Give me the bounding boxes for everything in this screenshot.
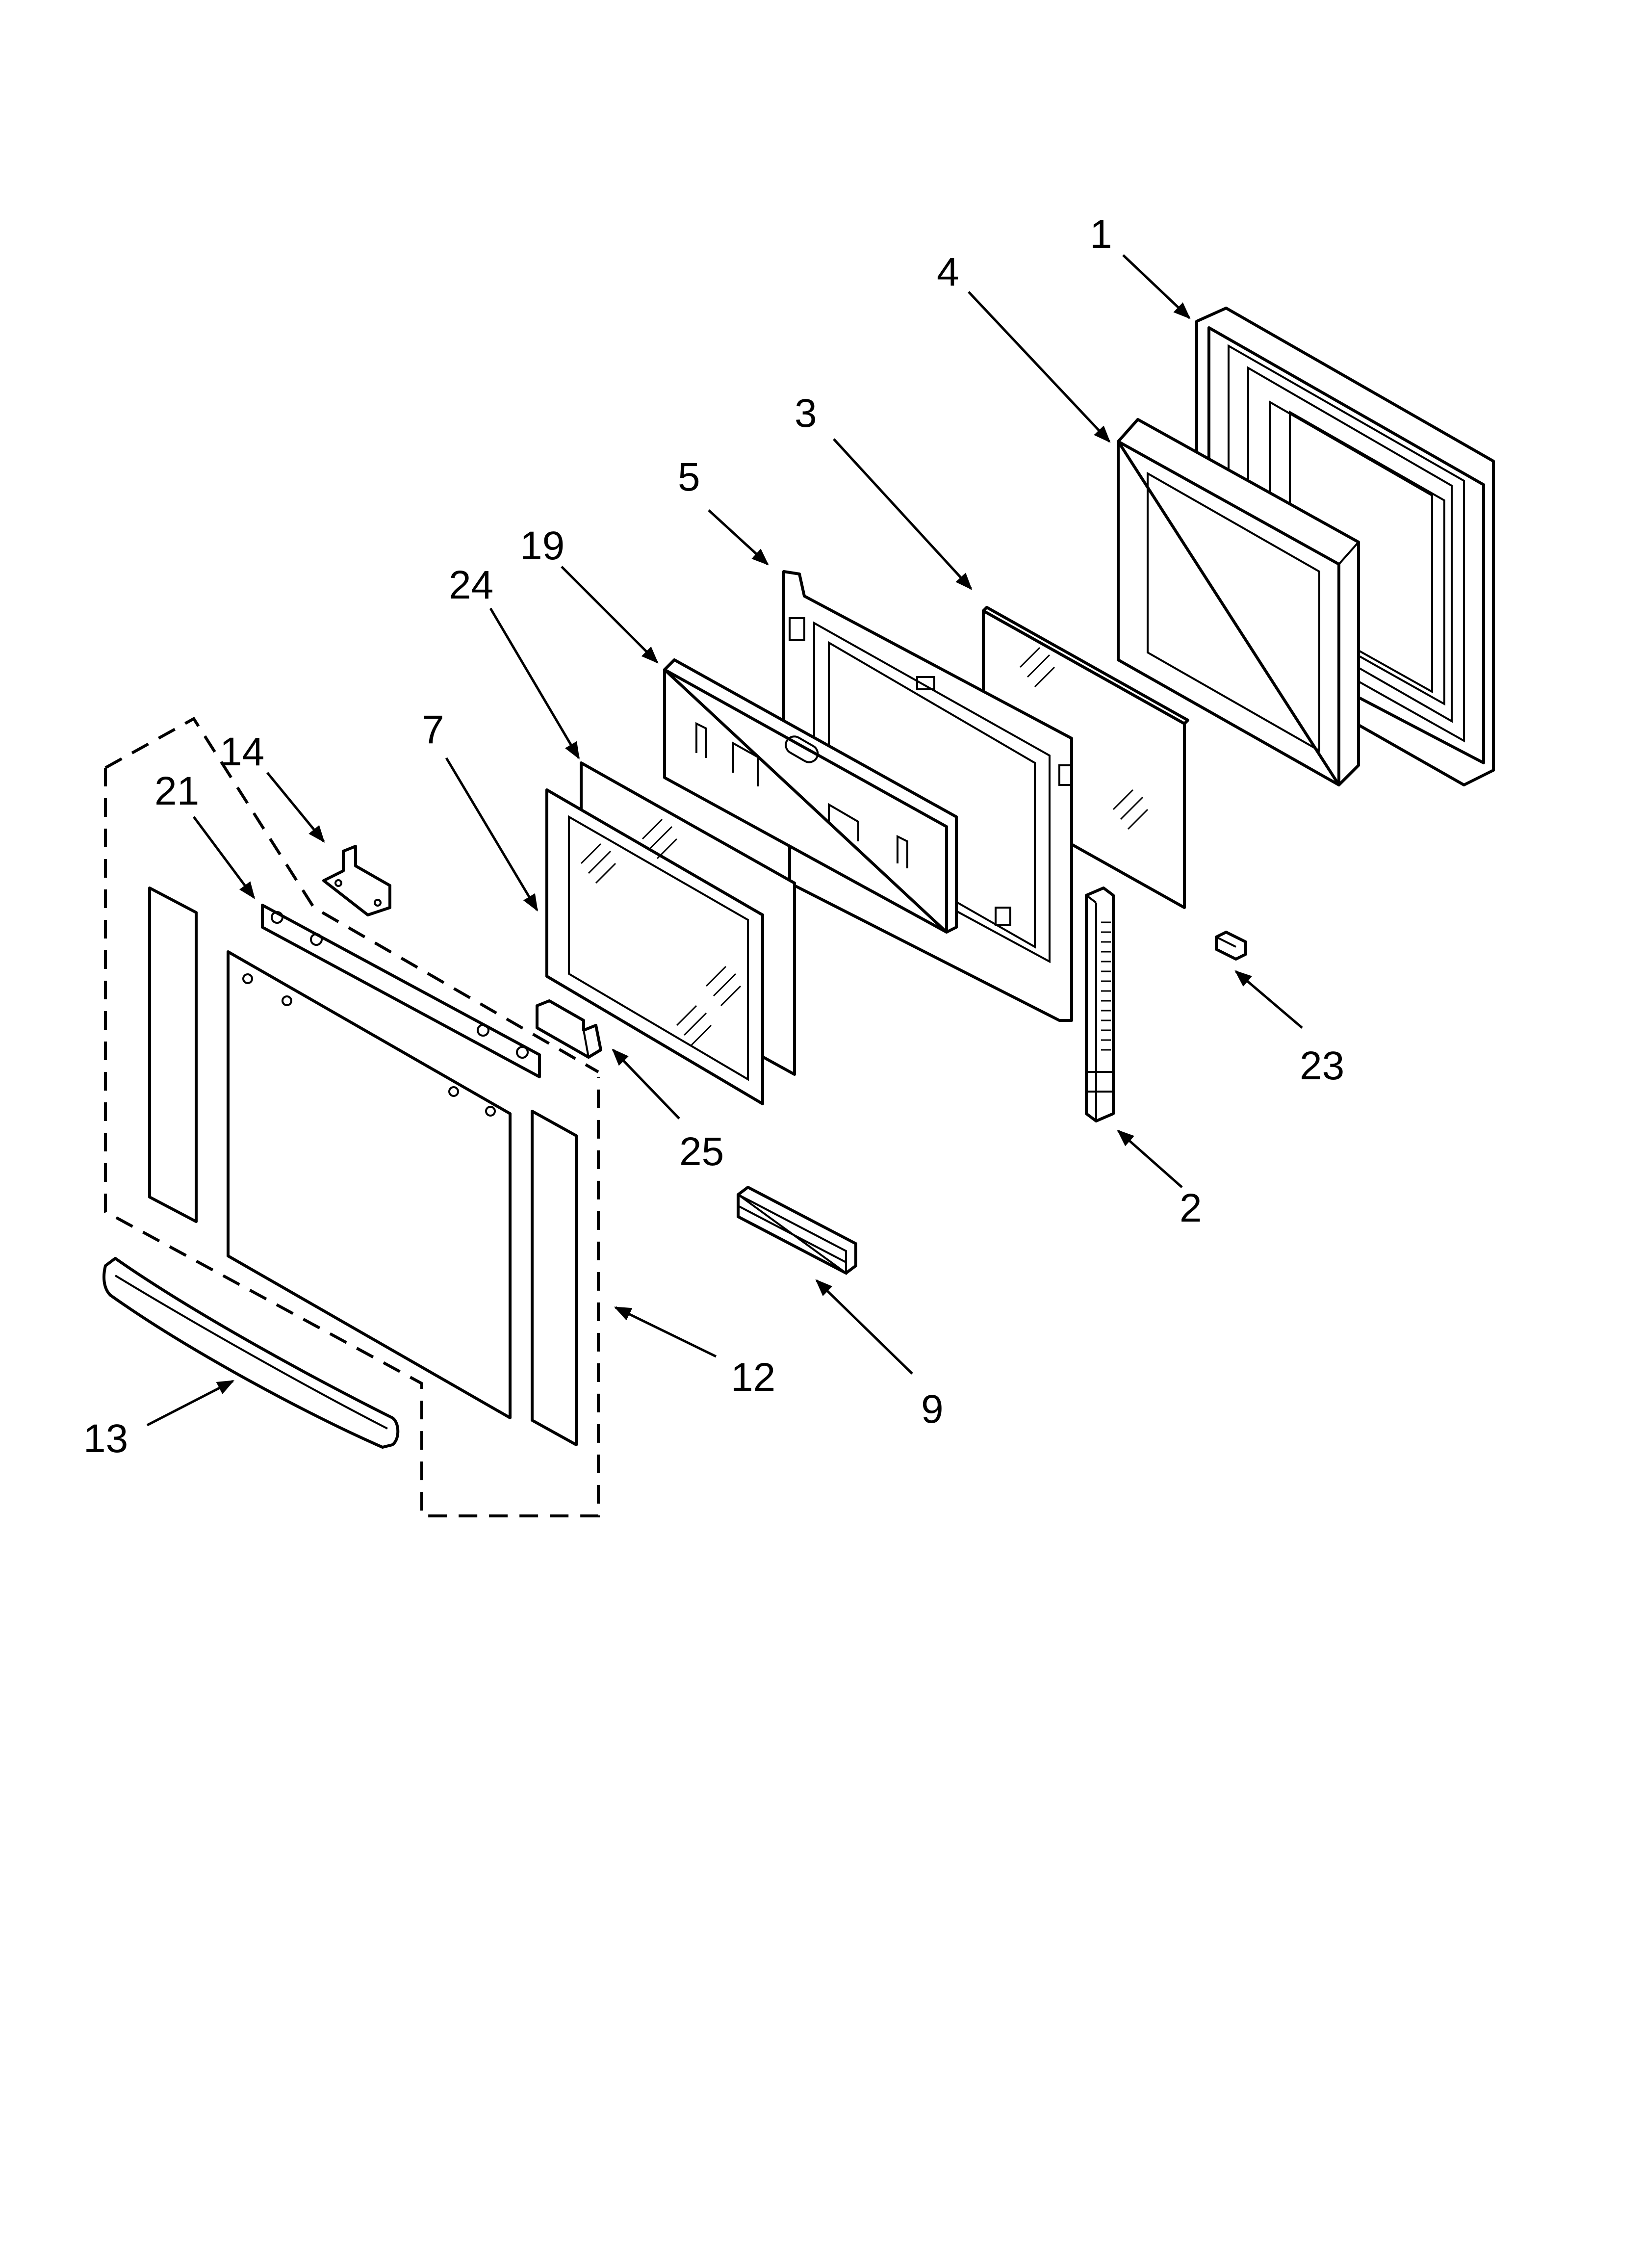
callout-23: 23 [1300,1043,1344,1088]
leader-4 [968,291,1111,443]
leader-2 [1117,1129,1183,1188]
leader-13 [146,1380,235,1427]
leader-14 [266,772,325,843]
callout-14: 14 [220,730,264,774]
part-12-outer-door-assembly [104,717,600,1517]
callout-1: 1 [1090,212,1112,257]
leader-7 [445,757,539,912]
callout-4: 4 [937,250,959,294]
part-9-vent-trim [737,1186,857,1275]
callout-21: 21 [154,769,199,813]
part-19-insulation-shield [663,658,958,934]
callout-9: 9 [921,1387,944,1432]
leader-21 [192,816,256,899]
part-21-top-bracket [261,904,541,1078]
callout-leaders [146,254,1303,1427]
leader-19 [561,566,659,664]
callout-3: 3 [795,391,817,436]
callout-labels: 1 4 3 5 19 24 7 14 21 25 23 2 9 12 13 [83,212,1344,1461]
callout-2: 2 [1180,1186,1202,1230]
callout-24: 24 [449,563,493,607]
leader-12 [614,1306,717,1358]
part-25-hinge-bracket [536,999,602,1059]
part-4-door-trim-frame [1117,418,1360,786]
leader-5 [708,509,769,566]
part-2-hinge [1085,886,1115,1122]
leader-24 [489,607,580,760]
part-7-outer-glass [545,788,764,1105]
leader-25 [612,1048,680,1120]
callout-19: 19 [520,523,564,568]
callout-25: 25 [679,1129,724,1174]
leader-23 [1234,970,1303,1029]
callout-12: 12 [731,1355,775,1400]
part-3-inner-glass [982,606,1189,909]
part-13-door-handle [103,1257,400,1449]
callout-5: 5 [678,455,700,499]
callout-13: 13 [83,1416,128,1461]
leader-3 [833,438,973,590]
part-23-clip [1215,931,1247,961]
leader-9 [815,1279,913,1375]
leader-1 [1122,254,1191,319]
part-14-hinge-bracket [322,845,391,916]
callout-7: 7 [422,707,444,752]
